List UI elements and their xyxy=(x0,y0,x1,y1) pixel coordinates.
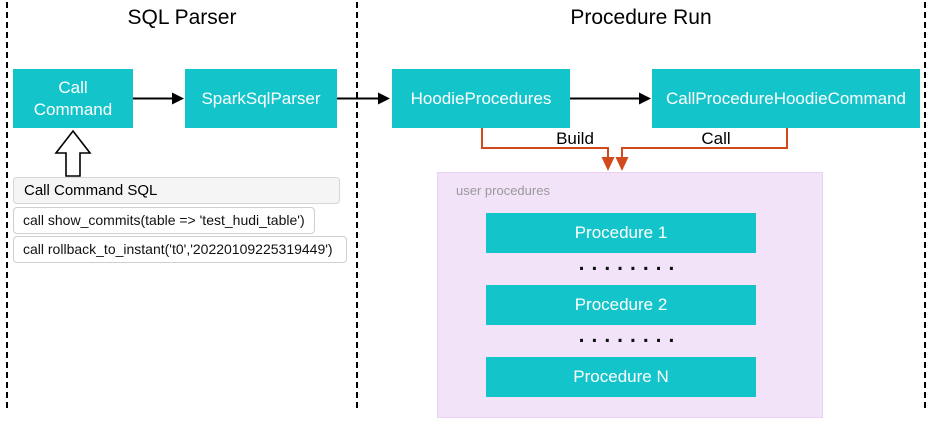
node-call-procedure-hoodie-command: CallProcedureHoodieCommand xyxy=(652,69,920,128)
node-label: CallProcedureHoodieCommand xyxy=(665,88,906,108)
node-spark-sql-parser: SparkSqlParser xyxy=(185,69,337,128)
call-edge-label: Call xyxy=(701,129,731,148)
flow-arrow-parser-to-hoodieprocedures-icon xyxy=(337,92,390,105)
lane-divider-left xyxy=(6,2,8,408)
procedure-label: Procedure 1 xyxy=(574,223,668,242)
sql-statement: call show_commits(table => 'test_hudi_ta… xyxy=(13,207,315,234)
node-label: SparkSqlParser xyxy=(201,88,321,108)
up-arrow-icon xyxy=(54,129,92,177)
dots-separator: ........ xyxy=(578,252,682,275)
user-procedures-panel: user procedures Procedure 1 ........ Pro… xyxy=(437,172,823,418)
flow-arrow-hoodieprocedures-to-command-icon xyxy=(570,92,651,105)
procedure-box-2: Procedure 2 xyxy=(486,285,756,325)
procedure-box-1: Procedure 1 xyxy=(486,213,756,253)
procedure-label: Procedure 2 xyxy=(574,295,668,314)
flow-arrow-callcommand-to-parser-icon xyxy=(133,92,184,105)
sql-statement: call rollback_to_instant('t0','202201092… xyxy=(13,236,347,263)
node-label: Call Command xyxy=(33,78,113,119)
lane-divider-middle xyxy=(356,2,358,408)
node-call-command: Call Command xyxy=(13,69,133,128)
sql-panel-header: Call Command SQL xyxy=(13,177,340,204)
user-procedures-label: user procedures xyxy=(456,183,550,198)
dots-separator: ........ xyxy=(578,324,682,347)
section-title-sql-parser: SQL Parser xyxy=(127,6,237,29)
build-edge-label: Build xyxy=(556,129,594,148)
node-hoodie-procedures: HoodieProcedures xyxy=(392,69,570,128)
lane-divider-right xyxy=(924,2,926,408)
procedure-label: Procedure N xyxy=(573,367,669,386)
section-title-procedure-run: Procedure Run xyxy=(570,6,712,29)
procedure-box-n: Procedure N xyxy=(486,357,756,397)
node-label: HoodieProcedures xyxy=(410,88,552,108)
